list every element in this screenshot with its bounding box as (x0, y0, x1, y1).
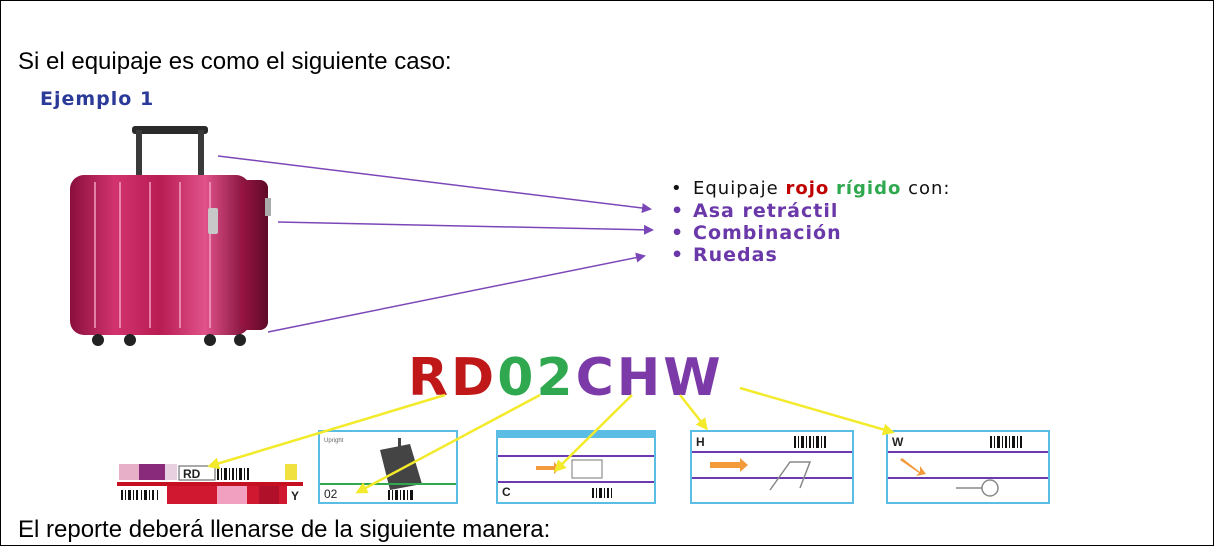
arrow-lock-to-combination (277, 221, 654, 235)
feature-summary-line: •Equipaje rojo rígido con: (671, 178, 951, 199)
outro-text: El reporte deberá llenarse de la siguien… (18, 516, 551, 543)
feature-chart-tag-w: W (886, 430, 1050, 504)
svg-text:Upright: Upright (324, 438, 344, 444)
red-suitcase-image (70, 126, 271, 346)
feature-list: •Equipaje rojo rígido con: •Asa retrácti… (671, 178, 950, 266)
arrow-02-to-type-tag (355, 393, 541, 494)
code-segment-features: CHW (575, 348, 724, 408)
intro-text: Si el equipaje es como el siguiente caso… (18, 48, 452, 75)
feature-chart-tag-h: H (690, 430, 854, 504)
arrow-w-to-w-tag (739, 386, 895, 436)
tag3-letter: C (502, 485, 511, 499)
material-word-rigid: rígido (835, 178, 902, 199)
code-segment-color: RD (408, 348, 498, 408)
feature-item: •Ruedas (671, 244, 778, 266)
arrow-wheels-to-ruedas (267, 252, 646, 333)
type-chart-tag: Upright 02 (318, 430, 458, 504)
color-chart-tag: RD Y (117, 460, 303, 504)
tag5-letter: W (892, 435, 904, 449)
feature-chart-tag-c: C (496, 430, 656, 504)
arrow-c-to-c-tag (553, 394, 633, 473)
tag2-code: 02 (324, 487, 338, 501)
feature-item: •Combinación (671, 222, 842, 244)
tag1-code: RD (183, 467, 201, 481)
tag4-letter: H (696, 435, 705, 449)
baggage-code: RD02CHW (408, 348, 724, 408)
arrow-handle-to-retractable (217, 155, 652, 213)
color-word-red: rojo (785, 178, 830, 199)
tag1-letter: Y (291, 489, 299, 503)
feature-item: •Asa retráctil (671, 200, 839, 222)
arrow-rd-to-color-tag (207, 393, 446, 470)
arrow-h-to-h-tag (679, 394, 708, 431)
example-title: Ejemplo 1 (40, 88, 155, 110)
